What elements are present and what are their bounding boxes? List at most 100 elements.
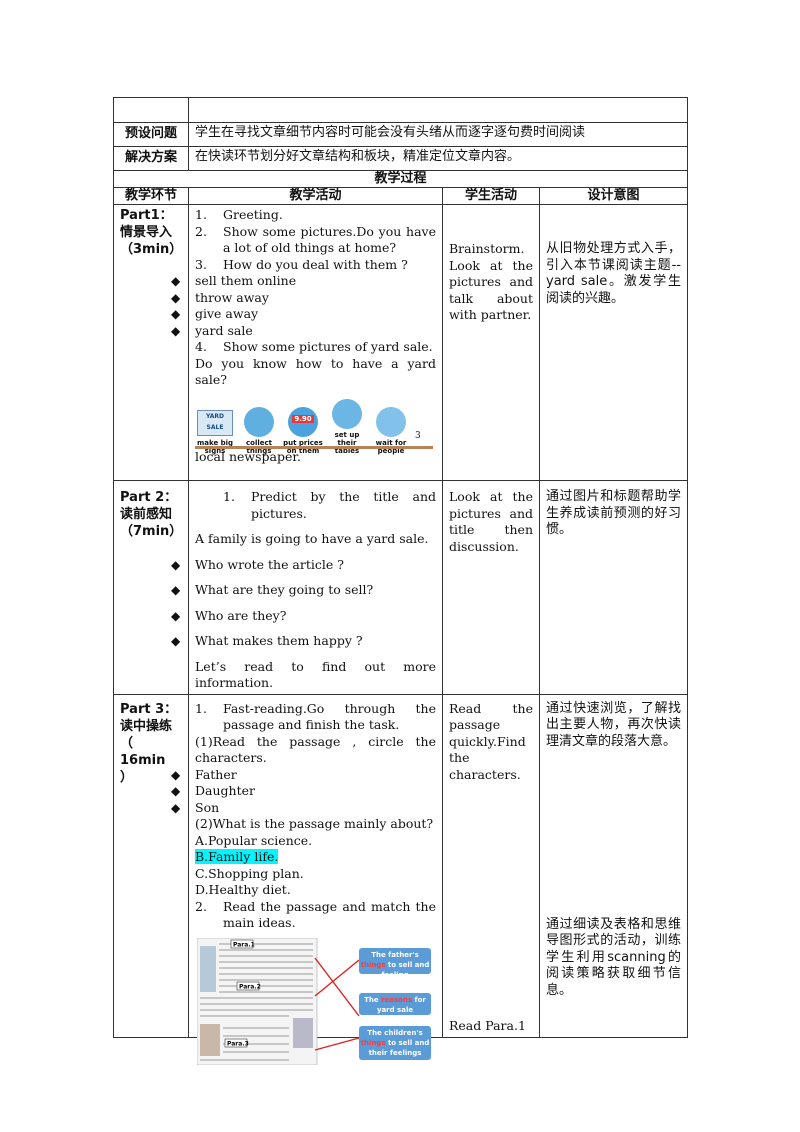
part2-label-line2: 读前感知 (120, 507, 173, 522)
matching-figure-svg: Para.1 Para.2 Para.3 (196, 937, 431, 1065)
match-box-2-text: The reasons for yard sale (364, 995, 426, 1014)
diamond-bullet-icon: ◆ (171, 767, 181, 782)
passage-text-lines (200, 943, 313, 1060)
match-box-2 (359, 992, 431, 1015)
passage-photo (200, 945, 216, 992)
part2-row: Part 2： 读前感知 （7min） 1.Predict by the tit… (113, 480, 689, 695)
part3-label-line1: Part 3： (120, 701, 178, 717)
diamond-bullet-icon: ◆ (171, 784, 181, 798)
part2-bullet: ◆What are they going to sell? (171, 582, 374, 597)
part3-label-line4: ） (120, 769, 134, 785)
part1-label-line3: （3min） (120, 242, 183, 257)
yard-sale-sign-icon: YARD SALE make big signs (195, 409, 235, 455)
match-box-3 (359, 1025, 431, 1060)
part3-item-2: 2.Read the passage and match the main id… (195, 898, 436, 931)
part3-design-intent: 通过快速浏览，了解找出主要人物，再次快读理清文章的段落大意。 通过细读及表格和思… (538, 693, 689, 1038)
part3-item-1: 1.Fast-reading.Go through the passage an… (195, 700, 436, 733)
diamond-bullet-icon: ◆ (171, 583, 181, 597)
para-label-3: Para.3 (227, 1040, 249, 1047)
yard-sale-steps-image: YARD SALE make big signs collect things … (195, 395, 436, 455)
part2-bullet: ◆Who are they? (171, 607, 287, 623)
part3-student-bottom: Read Para.1 (449, 1018, 526, 1033)
part1-after-image: local newspaper. (195, 448, 301, 464)
part1-label-line1: Part1： (120, 208, 173, 223)
highlighted-answer: B.Family life. (195, 849, 279, 864)
para-label-2: Para.2 (239, 983, 261, 990)
part2-item-1: 1.Predict by the title and pictures. (223, 489, 436, 521)
para-label-1: Para.1 (233, 941, 255, 948)
part2-label: Part 2： 读前感知 （7min） (113, 480, 189, 695)
part1-design-intent: 从旧物处理方式入手，引入本节课阅读主题--yard sale。激发学生阅读的兴趣… (538, 204, 689, 481)
solution-text: 在快读环节划分好文章结构和板块，精准定位文章内容。 (187, 146, 689, 171)
diamond-bullet-icon: ◆ (171, 608, 181, 623)
part3-bullet: ◆Son (171, 799, 220, 815)
part2-closing: Let’s read to find out more information. (195, 658, 436, 691)
part1-question: Do you know how to have a yard sale? (195, 355, 436, 388)
part3-option-c: C.Shopping plan. (195, 865, 304, 881)
top-row-blank (113, 97, 689, 123)
top-row-anticipated-problem: 预设问题 学生在寻找文章细节内容时可能会没有头绪从而逐字逐句费时间阅读 (113, 122, 689, 147)
part3-teacher-activity: 1.Fast-reading.Go through the passage an… (171, 693, 443, 1065)
part1-bullet: ◆sell them online (171, 273, 297, 288)
anticipated-problem-text: 学生在寻找文章细节内容时可能会没有头绪从而逐字逐句费时间阅读 (187, 122, 689, 147)
solution-label: 解决方案 (113, 146, 189, 171)
lesson-plan-table: 预设问题 学生在寻找文章细节内容时可能会没有头绪从而逐字逐句费时间阅读 解决方案… (112, 97, 689, 1065)
matching-figure: Para.1 Para.2 Para.3 (196, 937, 433, 1065)
diamond-bullet-icon: ◆ (171, 557, 181, 572)
part2-bullet: ◆Who wrote the article ? (171, 556, 344, 572)
header-design-intent: 设计意图 (538, 187, 689, 205)
top-row-solution: 解决方案 在快读环节划分好文章结构和板块，精准定位文章内容。 (113, 146, 689, 171)
part3-option-d: D.Healthy diet. (195, 882, 291, 897)
part2-label-line3: （7min） (120, 524, 183, 539)
part3-row: Part 3： 读中操练 （ 16min ） 1.Fast-reading.Go… (113, 693, 689, 1065)
part1-bullet: ◆yard sale (171, 322, 253, 338)
diamond-bullet-icon: ◆ (171, 274, 181, 288)
part2-student-activity: Look at the pictures and title then disc… (442, 480, 540, 695)
section-title: 教学过程 (112, 170, 689, 188)
part1-teacher-activity: 1.Greeting. 2.Show some pictures.Do you … (171, 204, 443, 481)
blank-label (113, 97, 189, 123)
price-tag-icon: 9.90 put prices on them (283, 406, 323, 455)
part3-label: Part 3： 读中操练 （ 16min ） (113, 693, 189, 1038)
part3-option-a: A.Popular science. (195, 832, 313, 848)
part1-item-3: 3.How do you deal with them ? (195, 256, 408, 272)
part3-label-line2: 读中操练 (120, 718, 173, 734)
part1-label: Part1： 情景导入 （3min） (113, 204, 189, 481)
part1-item-2: 2.Show some pictures.Do you have a lot o… (195, 223, 436, 256)
part3-label-line3: （ 16min (120, 735, 166, 768)
header-teacher-activity: 教学活动 (188, 187, 443, 205)
part1-bullet: ◆give away (171, 306, 259, 321)
header-student-activity: 学生活动 (442, 187, 540, 205)
para-label-box (224, 1038, 248, 1047)
diamond-bullet-icon: ◆ (171, 323, 181, 338)
diamond-bullet-icon: ◆ (171, 290, 181, 305)
part2-teacher-activity: 1.Predict by the title and pictures. A f… (171, 480, 443, 695)
matching-lines (314, 957, 360, 1051)
part2-design-intent: 通过图片和标题帮助学生养成读前预测的好习惯。 (538, 480, 689, 695)
para-label-box (230, 939, 254, 948)
anticipated-problem-label: 预设问题 (113, 122, 189, 147)
part3-student-top: Read the passage quickly.Find the charac… (449, 700, 533, 782)
part3-design-top: 通过快速浏览，了解找出主要人物，再次快读理清文章的段落大意。 (546, 700, 682, 749)
diamond-bullet-icon: ◆ (171, 800, 181, 815)
part3-q2: (2)What is the passage mainly about? (195, 816, 434, 831)
match-box-1-text: The father's things to sell and feeling (360, 950, 430, 979)
part3-student-activity: Read the passage quickly.Find the charac… (442, 693, 540, 1038)
people-waiting-icon: wait for people (371, 406, 411, 455)
part1-row: Part1： 情景导入 （3min） 1.Greeting. 2.Show so… (113, 204, 689, 481)
collect-things-icon: collect things (239, 406, 279, 455)
match-box-1 (359, 947, 431, 974)
header-stage: 教学环节 (113, 187, 189, 205)
diamond-bullet-icon: ◆ (171, 307, 181, 321)
part1-item-1: 1.Greeting. (195, 207, 283, 222)
blank-text (187, 97, 689, 123)
diamond-bullet-icon: ◆ (171, 634, 181, 648)
part3-design-bottom: 通过细读及表格和思维导图形式的活动，训练学生利用scanning的阅读策略获取细… (546, 916, 682, 998)
passage-photo (200, 1023, 220, 1056)
part1-student-activity: Brainstorm. Look at the pictures and tal… (442, 204, 540, 481)
part1-item-4: 4.Show some pictures of yard sale. (195, 339, 433, 354)
part2-line: A family is going to have a yard sale. (195, 531, 429, 546)
match-box-3-text: The children's things to sell and their … (360, 1028, 430, 1057)
lesson-plan-page: 预设问题 学生在寻找文章细节内容时可能会没有头绪从而逐字逐句费时间阅读 解决方案… (112, 97, 689, 1065)
part1-bullet: ◆throw away (171, 289, 269, 305)
